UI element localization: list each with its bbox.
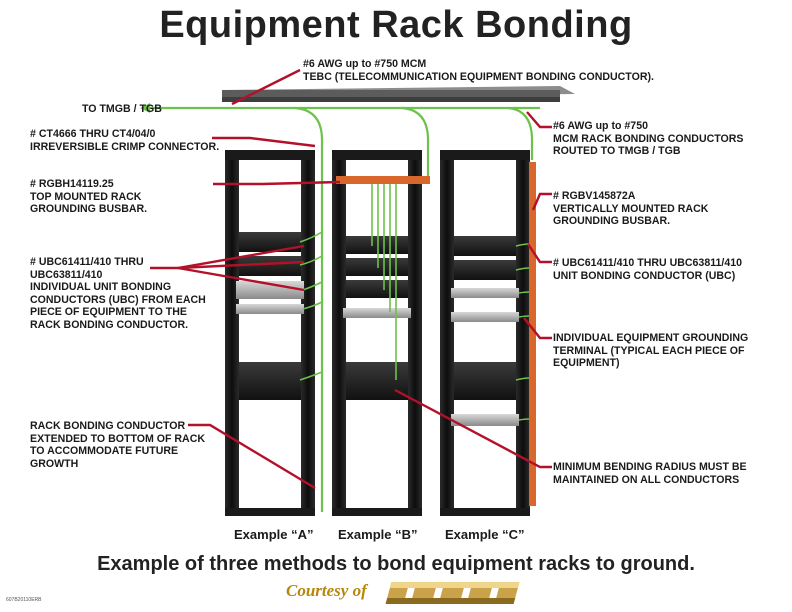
- example-a-label: Example “A”: [234, 527, 314, 542]
- example-c-label: Example “C”: [445, 527, 525, 542]
- callout-crimp-connector: # CT4666 THRU CT4/04/0 IRREVERSIBLE CRIM…: [30, 128, 220, 153]
- callout-bending-radius: MINIMUM BENDING RADIUS MUST BE MAINTAINE…: [553, 461, 747, 486]
- page-title: Equipment Rack Bonding: [159, 4, 633, 46]
- callout-vertical-busbar: # RGBV145872A VERTICALLY MOUNTED RACK GR…: [553, 190, 709, 227]
- callout-grounding-terminal: INDIVIDUAL EQUIPMENT GROUNDING TERMINAL …: [553, 332, 749, 369]
- callout-rack-conductor: RACK BONDING CONDUCTOR EXTENDED TO BOTTO…: [30, 420, 205, 470]
- example-b-label: Example “B”: [338, 527, 418, 542]
- rack-c: [440, 150, 536, 516]
- cable-tray: [222, 86, 575, 102]
- callout-tebc: #6 AWG up to #750 MCM TEBC (TELECOMMUNIC…: [303, 58, 654, 83]
- vertical-busbar: [529, 162, 536, 506]
- callout-mcm-rack-conductors: #6 AWG up to #750 MCM RACK BONDING CONDU…: [553, 120, 744, 157]
- arrow-to-tmgb-icon: [140, 103, 150, 113]
- callout-top-busbar: # RGBH14119.25 TOP MOUNTED RACK GROUNDIN…: [30, 178, 148, 215]
- tebc-conductor: [148, 106, 540, 512]
- callout-to-tmgb: TO TMGB / TGB: [82, 103, 162, 115]
- callout-ubc-left: # UBC61411/410 THRU UBC63811/410 INDIVID…: [30, 256, 206, 331]
- callout-ubc-right: # UBC61411/410 THRU UBC63811/410 UNIT BO…: [553, 257, 743, 282]
- rack-a-ubcs: [299, 231, 323, 381]
- document-id: 607B20110ERB: [6, 597, 42, 603]
- rack-b-ubcs: [371, 184, 397, 380]
- courtesy-text: Courtesy of: [286, 581, 367, 600]
- caption: Example of three methods to bond equipme…: [97, 553, 695, 575]
- leader-lines: [150, 68, 552, 490]
- rack-b: [332, 150, 430, 516]
- top-busbar: [336, 176, 430, 184]
